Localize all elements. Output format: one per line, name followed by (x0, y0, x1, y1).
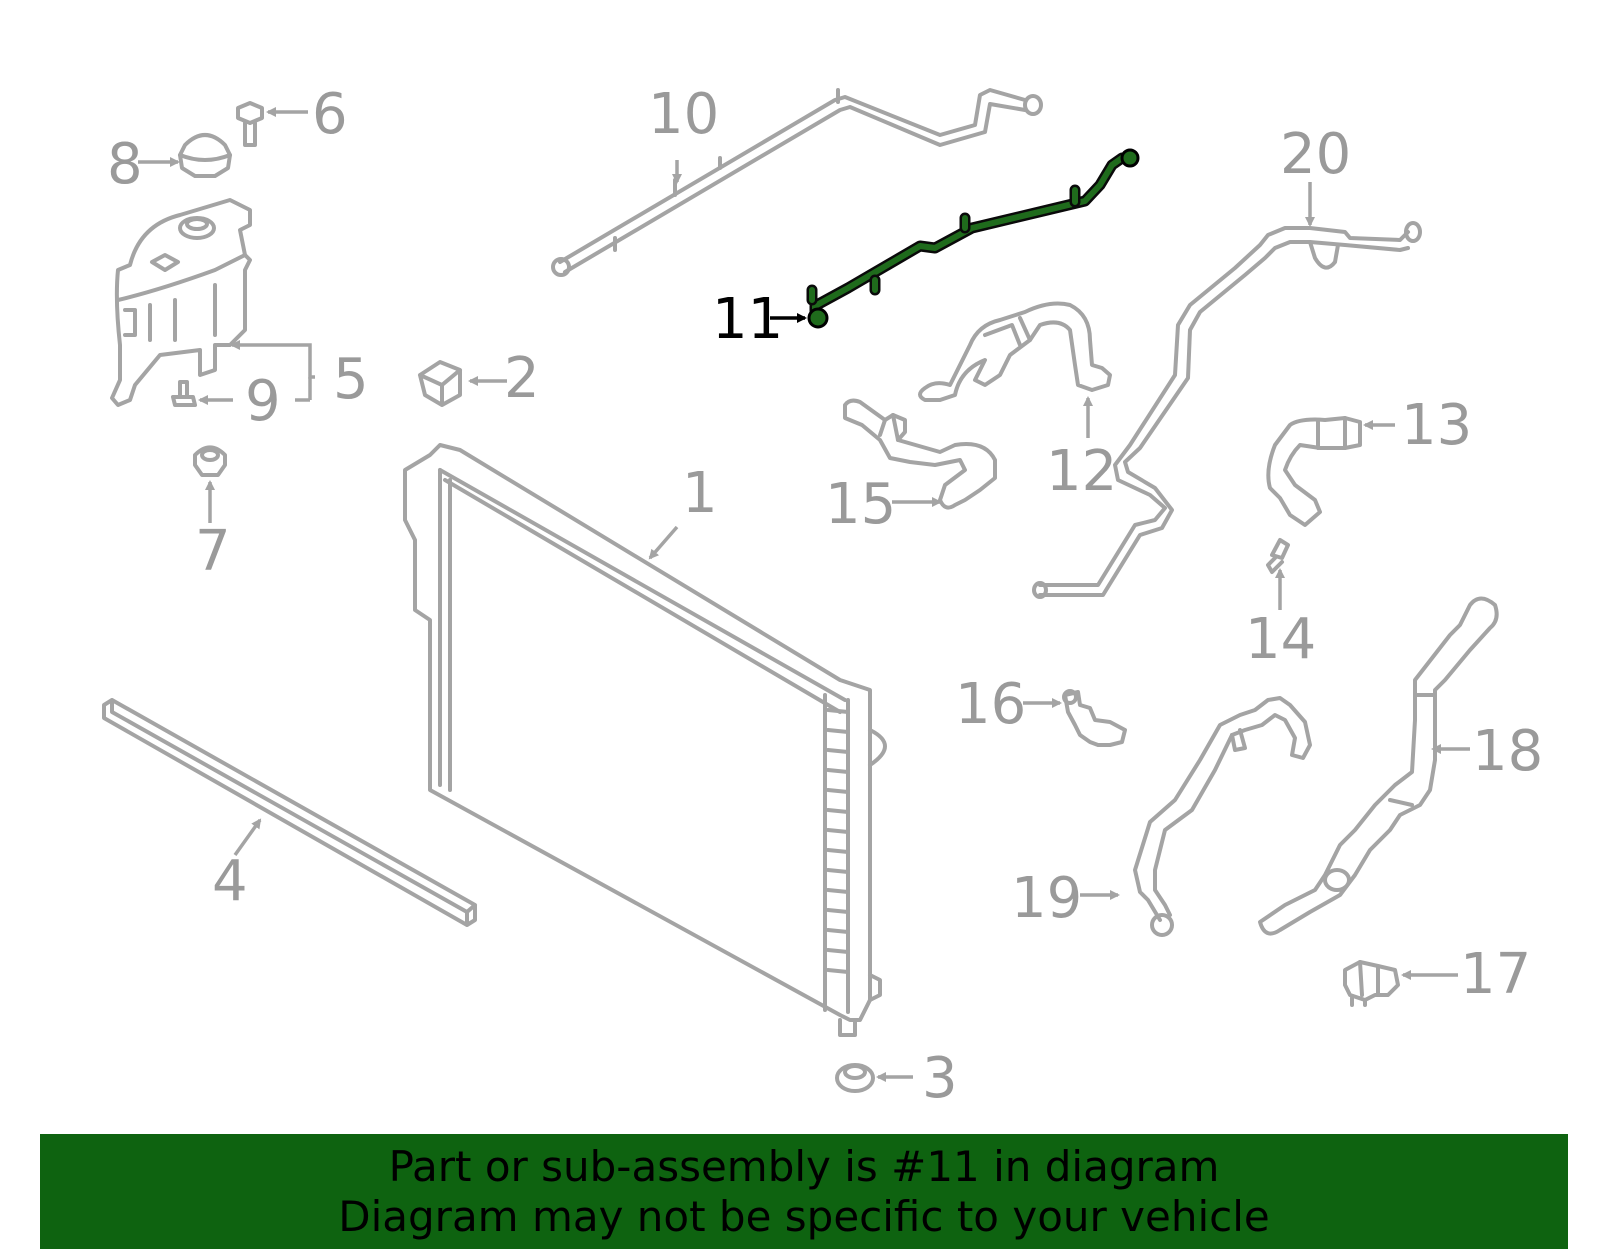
part-12-hose[interactable] (918, 301, 1112, 402)
part-3-grommet[interactable] (835, 1063, 875, 1093)
part-13-hose[interactable] (1266, 416, 1362, 527)
callout-19: 19 (1011, 866, 1082, 931)
part-4-seal[interactable] (102, 698, 477, 927)
part-7-grommet[interactable] (193, 445, 227, 477)
callout-11: 11 (712, 287, 783, 352)
callout-14: 14 (1245, 607, 1316, 672)
part-19-hose[interactable] (1133, 696, 1312, 937)
callout-15: 15 (825, 472, 896, 537)
info-banner: Part or sub-assembly is #11 in diagram D… (40, 1134, 1568, 1249)
callout-17: 17 (1460, 942, 1531, 1007)
part-17-valve[interactable] (1343, 960, 1400, 1007)
part-14-sensor[interactable] (1266, 538, 1290, 574)
callout-9: 9 (245, 369, 281, 434)
part-10-tube[interactable] (551, 88, 1043, 277)
callout-1: 1 (682, 461, 718, 526)
part-18-hose[interactable] (1258, 596, 1499, 936)
part-11-tube-highlighted[interactable] (806, 148, 1140, 329)
callout-8: 8 (107, 132, 143, 197)
callout-16: 16 (955, 672, 1026, 737)
callout-10: 10 (648, 82, 719, 147)
callout-20: 20 (1280, 122, 1351, 187)
callout-4: 4 (212, 849, 248, 914)
callout-12: 12 (1046, 439, 1117, 504)
callout-18: 18 (1472, 719, 1543, 784)
banner-line-disclaimer: Diagram may not be specific to your vehi… (338, 1191, 1270, 1241)
part-16-sensor[interactable] (1062, 689, 1127, 747)
part-5-reservoir[interactable] (110, 198, 252, 407)
callout-6: 6 (312, 82, 348, 147)
part-6-bolt[interactable] (236, 101, 264, 147)
callout-13: 13 (1401, 393, 1472, 458)
callout-5: 5 (333, 347, 369, 412)
callout-2: 2 (504, 346, 540, 411)
part-20-tube[interactable] (1032, 221, 1422, 599)
part-2-clip[interactable] (418, 360, 462, 407)
callout-7: 7 (195, 519, 231, 584)
part-9-screw[interactable] (171, 380, 197, 407)
callout-3: 3 (922, 1046, 958, 1111)
callout-arrows (138, 107, 1470, 1082)
part-15-hose[interactable] (843, 398, 997, 510)
part-8-cap[interactable] (178, 133, 232, 178)
part-1-radiator[interactable] (403, 443, 887, 1037)
banner-line-part: Part or sub-assembly is #11 in diagram (388, 1141, 1220, 1191)
